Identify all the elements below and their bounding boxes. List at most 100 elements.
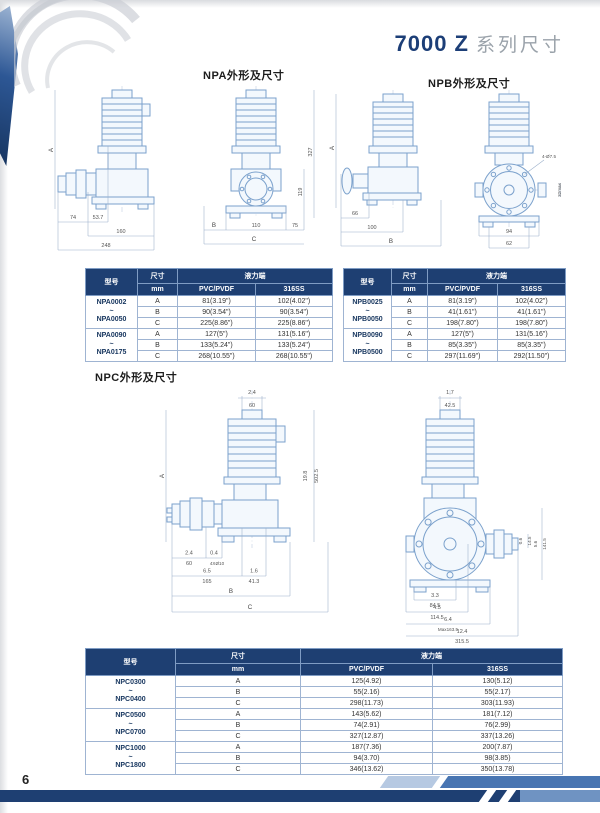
table-row: B 90(3.54") 90(3.54") (86, 306, 333, 318)
page-title: 7000 Z 系列尺寸 (394, 30, 564, 57)
table-row: NPC0300 ~ NPC0400 A 125(4.92) 130(5.12) (85, 675, 563, 709)
header-row: mm PVC/PVDF 316SS (86, 283, 333, 296)
col-header-pvc: PVC/PVDF (177, 283, 256, 296)
ss-cell: 337(13.26) (432, 730, 563, 742)
dim-label: 5.6 (533, 540, 538, 547)
model-cell: NPB0025 ~ NPB0050 (343, 295, 392, 329)
dim-cell: C (391, 317, 428, 329)
pvc-cell: 225(8.86") (177, 317, 256, 329)
page-title-series: 7000 Z (394, 31, 469, 56)
pvc-cell: 327(12.87) (300, 730, 433, 742)
dim-label: 42.5 (445, 403, 456, 409)
dim-cell: C (175, 730, 301, 742)
dim-label-B: B (212, 222, 216, 229)
table-row: B 55(2.16) 55(2.17) (86, 686, 563, 698)
dim-label: 94 (506, 229, 512, 235)
dim-label: 2.4 (248, 390, 256, 396)
ss-cell: 268(10.55") (255, 350, 333, 362)
col-header-model: 型号 (85, 648, 176, 676)
table-row: C 327(12.87) 337(13.26) (86, 730, 563, 742)
pump-outline (57, 86, 155, 214)
dim-label: 100 (367, 225, 376, 231)
pvc-cell: 133(5.24") (177, 339, 256, 351)
page-number: 6 (22, 772, 30, 787)
dim-label-A: A (48, 147, 55, 152)
dimension-lines: A 66 100 B (329, 94, 442, 247)
dim-cell: C (175, 763, 301, 775)
col-header-hydraulic-end: 液力端 (427, 268, 566, 284)
table-row: NPC1000 ~ NPC1800 A 187(7.36) 200(7.87) (85, 741, 563, 775)
dim-label: 0.4 (210, 551, 218, 557)
npc-front-drawing: 2.4 60 A 19.8 502.5 2.4 60 0.4 4XØ10 6.5… (159, 390, 329, 613)
left-edge-shading (0, 0, 8, 813)
table-row: NPB0090 ~ NPB0500 A 127(5") 131(5.16") (343, 328, 566, 362)
ss-cell: 85(3.35") (497, 339, 566, 351)
dim-cell: C (137, 317, 178, 329)
dim-label: 66 (352, 211, 358, 217)
dim-label: 502.5 (314, 469, 320, 483)
ss-cell: 200(7.87) (432, 741, 563, 753)
model-cell: NPB0090 ~ NPB0500 (343, 328, 392, 362)
col-header-hydraulic-end: 液力端 (300, 648, 563, 664)
dim-cell: A (175, 708, 301, 720)
col-header-mm: mm (175, 663, 301, 676)
pvc-cell: 81(3.19") (427, 295, 498, 307)
model-cell: NPC1000 ~ NPC1800 (85, 741, 176, 775)
dim-cell: B (175, 752, 301, 764)
dim-label: 53.7 (93, 215, 104, 221)
npc-side-drawing: 1.7 42.5 0.6 14.5 5.6 141.5 3.3 84.5 4.5… (405, 390, 547, 645)
dim-label: 62 (506, 241, 512, 247)
dim-label: 2.4 (185, 551, 193, 557)
pvc-cell: 41(1.61") (427, 306, 498, 318)
npb-table: 型号 尺寸 液力端 mm PVC/PVDF 316SS NPB0025 ~ NP… (343, 268, 566, 362)
page-title-suffix: 系列尺寸 (475, 35, 564, 56)
npa-side-drawing: 327 119 B 110 75 C (203, 86, 315, 245)
bolt-holes-label: 4XØ10 (210, 561, 225, 566)
ss-cell: 303(11.93) (432, 697, 563, 709)
header-row: 型号 尺寸 液力端 (343, 268, 566, 296)
dim-label: 114.5 (430, 615, 443, 621)
dim-cell: A (137, 328, 178, 340)
footer-light-bar-segment (520, 790, 600, 802)
pvc-cell: 268(10.55") (177, 350, 256, 362)
ss-cell: 133(5.24") (255, 339, 333, 351)
dim-label-C: C (252, 236, 257, 243)
dim-cell: B (175, 686, 301, 698)
dim-label: 60 (249, 403, 255, 409)
npc-section-heading: NPC外形及尺寸 (95, 372, 178, 384)
ss-cell: 131(5.16") (255, 328, 333, 340)
dimension-lines: 2.4 60 A 19.8 502.5 2.4 60 0.4 4XØ10 6.5… (159, 390, 329, 613)
dim-cell: B (175, 719, 301, 731)
dim-cell: A (391, 328, 428, 340)
ss-cell: 350(13.78) (432, 763, 563, 775)
ss-cell: 225(8.86") (255, 317, 333, 329)
pvc-cell: 298(11.73) (300, 697, 433, 709)
ss-cell: 98(3.85) (432, 752, 563, 764)
pvc-cell: 198(7.80") (427, 317, 498, 329)
pump-outline (166, 390, 291, 548)
dim-label: 160 (116, 229, 125, 235)
col-header-dimension: 尺寸 (137, 268, 178, 284)
table-row: B 85(3.35") 85(3.35") (344, 339, 566, 351)
dim-cell: B (137, 306, 178, 318)
model-cell: NPC0300 ~ NPC0400 (85, 675, 176, 709)
pvc-cell: 90(3.54") (177, 306, 256, 318)
pvc-cell: 94(3.70) (300, 752, 433, 764)
npa-table: 型号 尺寸 液力端 mm PVC/PVDF 316SS NPA0002 ~ NP… (85, 268, 333, 362)
npc-table: 型号 尺寸 液力端 mm PVC/PVDF 316SS NPC0300 ~ NP… (85, 648, 563, 775)
dim-label: 1.6 (250, 569, 258, 575)
dim-label: 60 (186, 561, 192, 567)
dim-label: 315.5 (455, 639, 469, 645)
dim-label: 32max (557, 182, 562, 196)
table-row: NPC0500 ~ NPC0700 A 143(5.62) 181(7.12) (85, 708, 563, 742)
npa-section-heading: NPA外形及尺寸 (203, 70, 285, 82)
ss-cell: 198(7.80") (497, 317, 566, 329)
dim-cell: B (391, 339, 428, 351)
model-cell: NPA0090 ~ NPA0175 (85, 328, 138, 362)
model-cell: NPA0002 ~ NPA0050 (85, 295, 138, 329)
dim-label-A: A (159, 473, 166, 478)
dim-label: 14.5 (527, 536, 532, 545)
dim-label-B: B (389, 238, 393, 245)
pvc-cell: 85(3.35") (427, 339, 498, 351)
